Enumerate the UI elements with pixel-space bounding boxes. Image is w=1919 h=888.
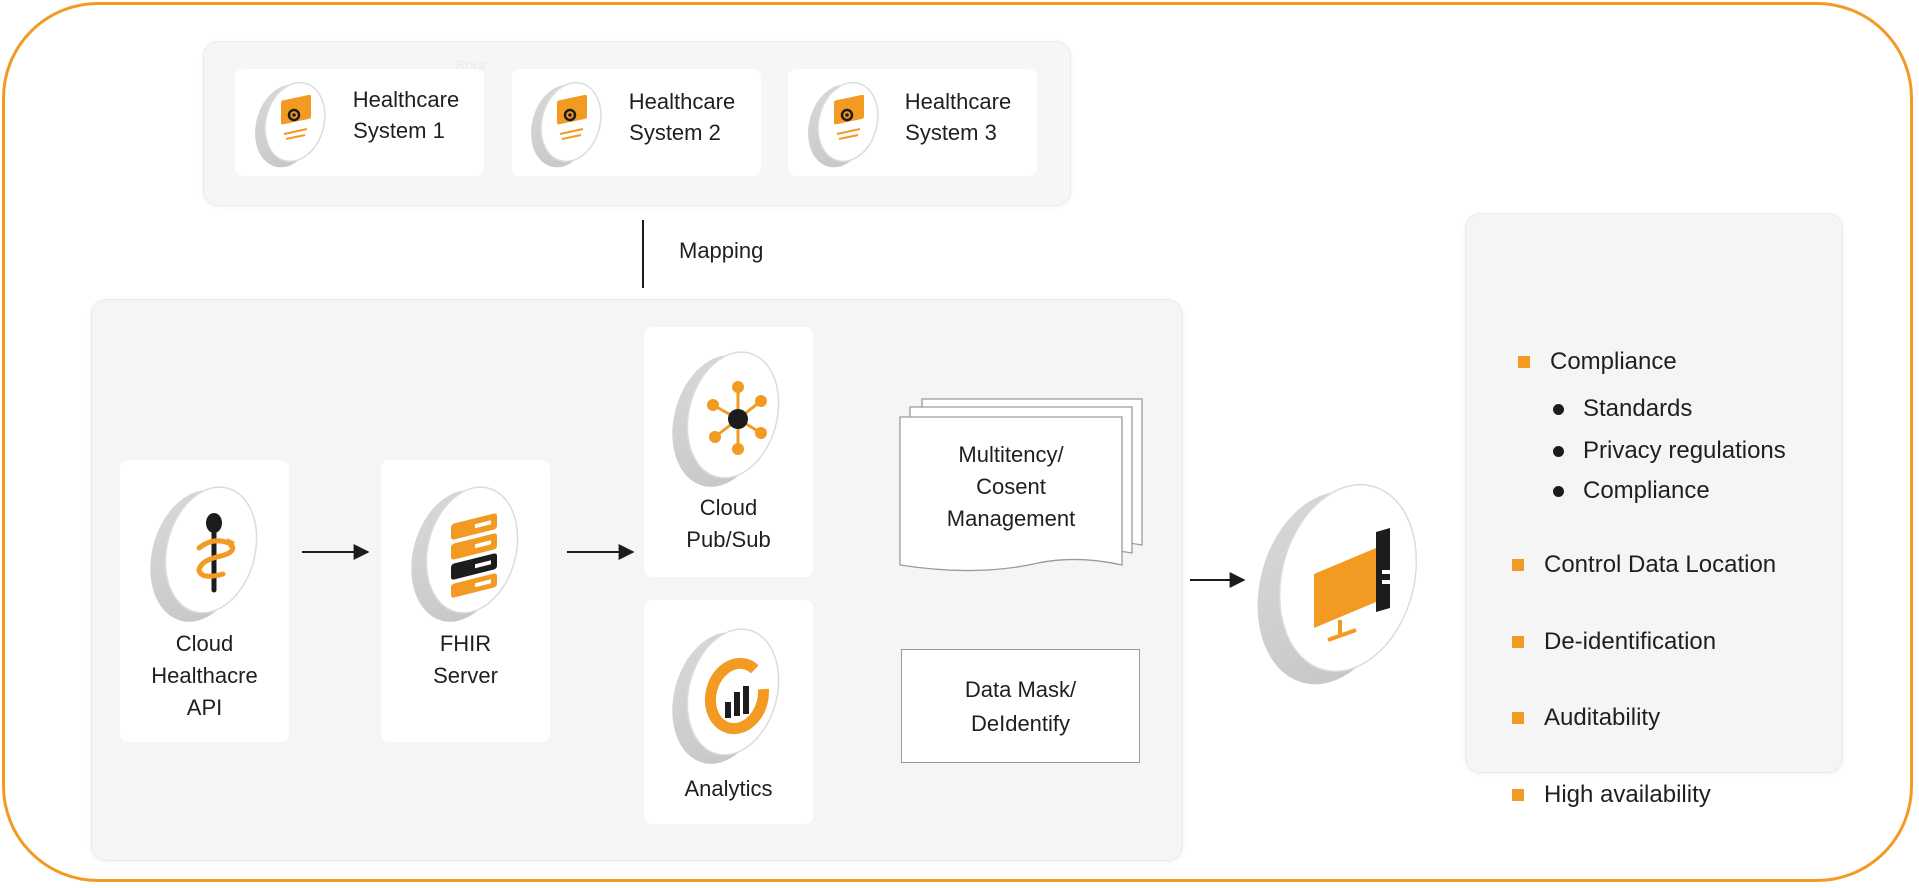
compliance-item: Compliance [1553, 476, 1710, 506]
caduceus-icon [150, 486, 258, 622]
monitor-gear-icon [255, 81, 326, 168]
bullet-square-icon [1512, 789, 1524, 801]
datamask-label: Data Mask/DeIdentify [964, 677, 1077, 736]
arrow-api-to-fhir [302, 544, 370, 560]
compliance-item: Privacy regulations [1553, 436, 1786, 466]
bullet-dot-icon [1553, 445, 1564, 457]
monitor-gear-icon [531, 81, 602, 168]
feature-high-availability: High availability [1512, 780, 1711, 810]
desktop-monitor-icon [1257, 483, 1418, 685]
bullet-dot-icon [1553, 403, 1564, 415]
feature-auditability: Auditability [1512, 703, 1660, 733]
bullet-square-icon [1512, 712, 1524, 724]
feature-deidentification: De-identification [1512, 627, 1716, 657]
feature-compliance: Compliance [1518, 347, 1677, 377]
server-stack-icon [411, 486, 519, 622]
bullet-dot-icon [1553, 485, 1564, 497]
features-panel [1466, 214, 1842, 772]
monitor-gear-icon [808, 81, 879, 168]
mapping-connector [642, 220, 644, 288]
datamask-box[interactable] [901, 649, 1140, 763]
donut-bar-chart-icon [672, 628, 780, 764]
compliance-item: Standards [1553, 394, 1692, 424]
arrow-fhir-to-services [567, 544, 635, 560]
hub-network-icon [672, 351, 780, 487]
consent-document-stack[interactable] [898, 395, 1146, 581]
arrow-to-output [1190, 572, 1246, 588]
mapping-label: Mapping [679, 238, 764, 263]
feature-control-data-location: Control Data Location [1512, 550, 1776, 580]
bullet-square-icon [1518, 356, 1530, 368]
analytics-label: Analytics [684, 776, 773, 801]
bullet-square-icon [1512, 636, 1524, 648]
bullet-square-icon [1512, 559, 1524, 571]
